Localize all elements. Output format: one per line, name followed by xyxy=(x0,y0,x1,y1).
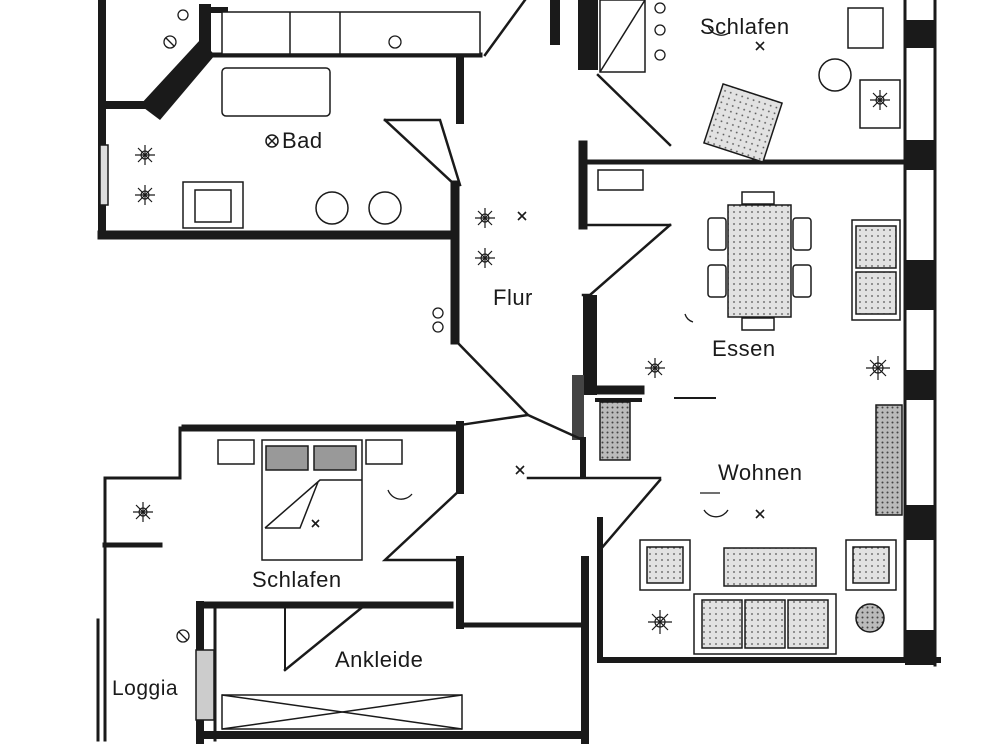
socket-icon xyxy=(176,629,190,643)
plant-icon xyxy=(870,90,890,110)
coffee-table xyxy=(723,547,817,587)
light-marker-icon xyxy=(755,41,765,51)
nightstand-right xyxy=(365,439,403,465)
room-label-essen: Essen xyxy=(712,336,776,361)
nightstand xyxy=(847,7,884,49)
floor-lamp xyxy=(855,603,885,633)
lamp-icon xyxy=(265,134,279,148)
fireplace xyxy=(599,401,631,461)
tv-cabinet xyxy=(875,404,903,516)
nightstand-left xyxy=(217,439,255,465)
room-label-bad-wrap: Bad xyxy=(264,128,323,154)
plant-icon xyxy=(475,248,495,268)
room-label-ankleide: Ankleide xyxy=(335,647,424,672)
plant-icon xyxy=(133,502,153,522)
room-label-loggia: Loggia xyxy=(112,677,179,700)
socket-icon xyxy=(163,35,177,49)
bathtub xyxy=(221,67,331,117)
lamp-arc-icon xyxy=(684,313,694,323)
socket-icon xyxy=(432,307,444,319)
lamp-arc-icon xyxy=(703,509,729,518)
dining-chair-bottom xyxy=(741,317,775,331)
room-label-wohnen: Wohnen xyxy=(718,460,803,485)
plant-icon xyxy=(475,208,495,228)
socket-icon xyxy=(654,24,666,36)
plant-icon xyxy=(866,356,890,380)
socket-icon xyxy=(432,321,444,333)
light-markers xyxy=(311,41,765,528)
sink-left xyxy=(315,191,349,225)
socket-icon xyxy=(654,49,666,61)
room-label-flur: Flur xyxy=(493,285,533,310)
bathroom-counter xyxy=(221,11,481,55)
walls xyxy=(96,0,941,744)
dining-chair-left-2 xyxy=(707,264,727,298)
room-label-schlafen-bottom: Schlafen xyxy=(252,567,342,592)
armchair-top xyxy=(702,82,784,164)
plant-icon xyxy=(648,610,672,634)
sink-right xyxy=(368,191,402,225)
round-table xyxy=(818,58,852,92)
fixtures xyxy=(163,2,731,643)
room-label-schlafen-top: Schlafen xyxy=(700,14,790,39)
switch-icon xyxy=(177,9,189,21)
dining-chair-top xyxy=(741,191,775,205)
dining-chair-left-1 xyxy=(707,217,727,251)
plant-icon xyxy=(645,358,665,378)
light-marker-icon xyxy=(517,211,527,221)
furniture xyxy=(99,0,903,730)
dining-table xyxy=(727,204,792,318)
dining-chair-right-1 xyxy=(792,217,812,251)
plant-icon xyxy=(135,185,155,205)
light-marker-icon xyxy=(515,465,525,475)
light-marker-icon xyxy=(311,519,320,528)
room-label-bad: Bad xyxy=(282,128,323,153)
plants xyxy=(133,90,890,634)
light-marker-icon xyxy=(755,509,765,519)
dining-chair-right-2 xyxy=(792,264,812,298)
lamp-arc-icon xyxy=(387,489,413,500)
socket-icon xyxy=(388,35,402,49)
socket-icon xyxy=(654,2,666,14)
plant-icon xyxy=(135,145,155,165)
lamp-arc-icon xyxy=(707,25,731,36)
